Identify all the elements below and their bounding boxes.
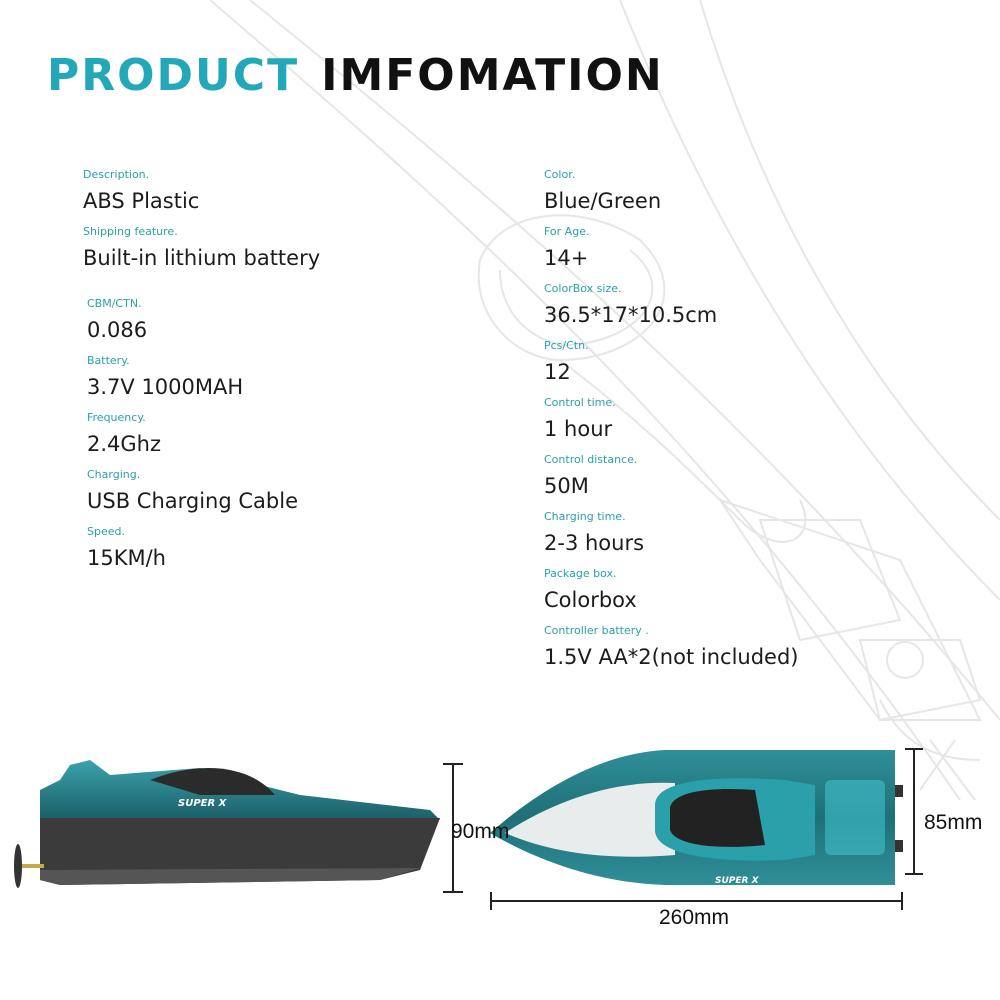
spec-value: ABS Plastic <box>83 189 200 213</box>
spec-charging-time: Charging time. 2-3 hours <box>544 510 644 557</box>
length-dimension-line <box>490 900 902 902</box>
page-title: PRODUCT IMFOMATION <box>47 50 664 101</box>
spec-label: Package box. <box>544 567 617 580</box>
title-part-product: PRODUCT <box>47 50 300 101</box>
dimension-tick <box>443 763 463 765</box>
spec-charging: Charging. USB Charging Cable <box>87 468 298 515</box>
spec-control-time: Control time. 1 hour <box>544 396 616 443</box>
spec-controller-battery: Controller battery . 1.5V AA*2(not includ… <box>544 624 798 671</box>
spec-control-distance: Control distance. 50M <box>544 453 637 500</box>
spec-value: Built-in lithium battery <box>83 246 321 270</box>
spec-value: 3.7V 1000MAH <box>87 375 244 399</box>
width-dimension-line <box>913 748 915 875</box>
dimension-tick <box>905 873 923 875</box>
spec-value: 0.086 <box>87 318 148 342</box>
spec-value: 2-3 hours <box>544 531 645 555</box>
spec-value: 1.5V AA*2(not included) <box>544 645 799 669</box>
spec-label: Color. <box>544 168 576 181</box>
boat-top-view: SUPER X <box>490 750 903 886</box>
svg-text:SUPER X: SUPER X <box>715 876 760 886</box>
spec-label: Control distance. <box>544 453 638 466</box>
height-dimension-label: 90mm <box>451 820 510 843</box>
spec-color: Color. Blue/Green <box>544 168 661 215</box>
spec-age: For Age. 14+ <box>544 225 589 272</box>
spec-frequency: Frequency. 2.4Ghz <box>87 411 161 458</box>
spec-label: Charging. <box>87 468 141 481</box>
length-dimension-label: 260mm <box>659 906 730 929</box>
spec-battery: Battery. 3.7V 1000MAH <box>87 354 243 401</box>
spec-value: 36.5*17*10.5cm <box>544 303 718 327</box>
spec-value: Blue/Green <box>544 189 662 213</box>
spec-label: Shipping feature. <box>83 225 178 238</box>
spec-label: Battery. <box>87 354 130 367</box>
width-dimension-label: 85mm <box>924 811 983 834</box>
boat-side-view: SUPER X <box>14 760 440 888</box>
spec-label: Description. <box>83 168 150 181</box>
spec-package-box: Package box. Colorbox <box>544 567 637 614</box>
spec-value: 15KM/h <box>87 546 166 570</box>
spec-shipping-feature: Shipping feature. Built-in lithium batter… <box>83 225 320 272</box>
spec-label: Charging time. <box>544 510 626 523</box>
spec-value: Colorbox <box>544 588 637 612</box>
spec-value: 1 hour <box>544 417 613 441</box>
spec-label: CBM/CTN. <box>87 297 142 310</box>
spec-cbm-ctn: CBM/CTN. 0.086 <box>87 297 147 344</box>
spec-label: Pcs/Ctn. <box>544 339 589 352</box>
spec-label: ColorBox size. <box>544 282 622 295</box>
spec-label: Speed. <box>87 525 125 538</box>
spec-value: USB Charging Cable <box>87 489 298 513</box>
spec-colorbox-size: ColorBox size. 36.5*17*10.5cm <box>544 282 717 329</box>
spec-value: 12 <box>544 360 571 384</box>
spec-value: 50M <box>544 474 589 498</box>
spec-label: Controller battery . <box>544 624 649 637</box>
dimension-tick <box>490 892 492 910</box>
dimension-tick <box>901 892 903 910</box>
spec-speed: Speed. 15KM/h <box>87 525 166 572</box>
spec-label: Control time. <box>544 396 616 409</box>
dimension-tick <box>443 891 463 893</box>
spec-value: 14+ <box>544 246 589 270</box>
spec-label: For Age. <box>544 225 590 238</box>
height-dimension-line <box>452 763 454 893</box>
spec-label: Frequency. <box>87 411 146 424</box>
spec-description: Description. ABS Plastic <box>83 168 199 215</box>
dimension-tick <box>905 748 923 750</box>
spec-value: 2.4Ghz <box>87 432 162 456</box>
brand-logo: SUPER X <box>178 798 228 809</box>
spec-pcs-ctn: Pcs/Ctn. 12 <box>544 339 589 386</box>
title-part-information: IMFOMATION <box>321 50 664 101</box>
